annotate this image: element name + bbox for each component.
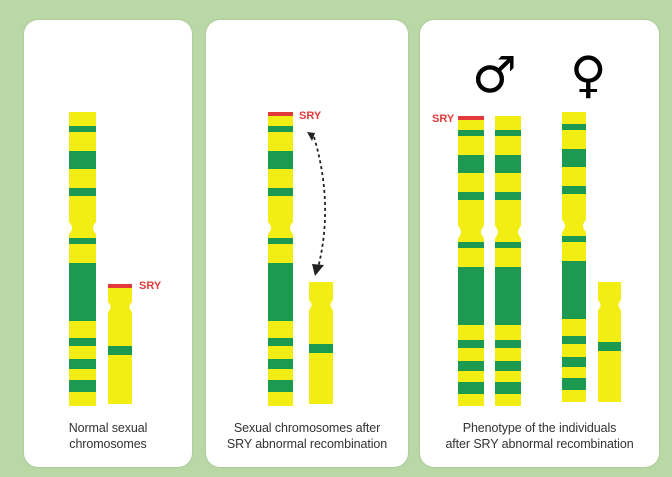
male-symbol-icon: ♂ [472, 50, 517, 100]
sry-label: SRY [299, 110, 321, 122]
panel-2-caption: Sexual chromosomes after SRY abnormal re… [206, 420, 408, 452]
female-y-chromosome-without-sry [598, 282, 621, 402]
caption-line-2: after SRY abnormal recombination [420, 436, 659, 452]
sry-label: SRY [139, 280, 161, 292]
sry-region-marker [268, 112, 293, 116]
male-x-chromosome [495, 116, 521, 406]
panel-1-drawing [24, 20, 192, 467]
y-chromosome [108, 284, 132, 404]
panel-3-caption: Phenotype of the individuals after SRY a… [420, 420, 659, 452]
exchange-arrow [307, 132, 325, 276]
male-x-chromosome-with-sry [458, 116, 484, 406]
sry-region-marker [108, 284, 132, 288]
sry-region-marker [458, 116, 484, 120]
x-chromosome-with-sry [268, 112, 293, 406]
panel-2-drawing [206, 20, 408, 467]
caption-line-1: Normal sexual [24, 420, 192, 436]
panel-normal-chromosomes: SRY Normal sexual chromosomes [24, 20, 192, 467]
caption-line-2: chromosomes [24, 436, 192, 452]
female-x-chromosome [562, 112, 586, 402]
panel-1-caption: Normal sexual chromosomes [24, 420, 192, 452]
panel-3-drawing [420, 20, 659, 467]
caption-line-2: SRY abnormal recombination [206, 436, 408, 452]
caption-line-1: Phenotype of the individuals [420, 420, 659, 436]
y-chromosome-without-sry [309, 282, 333, 404]
panel-phenotype: SRY ♂ ♀ Phenotype of the individuals aft… [420, 20, 659, 467]
x-chromosome [69, 112, 96, 406]
panel-after-recombination: SRY Sexual chromosomes after SRY abnorma… [206, 20, 408, 467]
caption-line-1: Sexual chromosomes after [206, 420, 408, 436]
sry-label: SRY [432, 113, 454, 125]
female-symbol-icon: ♀ [570, 50, 607, 100]
